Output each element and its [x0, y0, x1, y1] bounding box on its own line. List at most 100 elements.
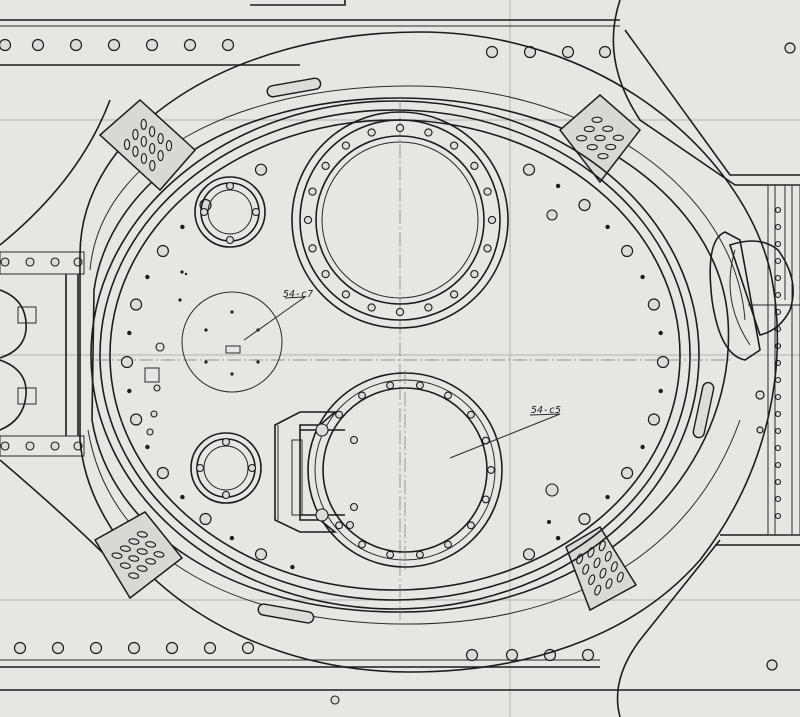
lower-hatch-bolt	[466, 521, 475, 530]
upper-hatch-bolt	[321, 161, 330, 171]
column-bolt	[774, 223, 782, 231]
upper-hatch-bolt	[449, 290, 459, 299]
plate-hole	[111, 552, 123, 559]
rail-bolt	[784, 42, 796, 54]
plate-hole	[157, 133, 164, 145]
roof-ring-bolt	[156, 466, 169, 480]
hull-rails	[0, 0, 800, 691]
rail-bolt	[465, 648, 479, 662]
roof-ellipse	[90, 100, 730, 620]
plate-hole	[165, 140, 173, 152]
column-bolt	[774, 206, 782, 214]
roof-ring-bolt	[620, 244, 634, 258]
upper-hatch-bolt	[424, 303, 433, 312]
roof-ring-bolts	[120, 163, 670, 570]
plate-hole	[153, 551, 165, 558]
upper-hatch-bolt	[303, 215, 313, 225]
plate-hole	[149, 142, 156, 155]
roof-ring-bolt	[620, 466, 634, 480]
upper-hatch-bolt	[367, 128, 376, 137]
rail-bolt	[13, 641, 27, 655]
lower-hatch-bolt	[335, 521, 344, 530]
lower-hatch-bolt	[444, 391, 452, 400]
rail-bolt	[0, 38, 12, 52]
roof-ring-bolt	[156, 244, 169, 258]
rail-bolts	[0, 38, 796, 705]
plate-hole	[128, 538, 140, 545]
column-bolt	[774, 461, 782, 469]
upper-hatch-bolt	[483, 187, 492, 196]
plate-hole	[136, 565, 148, 572]
rail-bolt	[203, 641, 217, 655]
lower-hatch-bolt	[386, 381, 395, 390]
plate-hole	[598, 540, 606, 552]
roof-ring-bolt	[647, 298, 661, 311]
roof-ring-bolt	[522, 548, 536, 561]
lower-hatch-bolt	[444, 540, 452, 549]
lower-hatch-label: 54-c5	[531, 405, 561, 416]
roof-ring-bolt	[605, 224, 610, 230]
roof-ring-bolt	[656, 355, 670, 369]
roof-ring-bolt	[199, 512, 212, 526]
rail-bolt	[89, 641, 103, 655]
bracket-bolt	[25, 441, 35, 451]
plate-hole	[594, 134, 606, 142]
rail-bolt	[485, 45, 499, 59]
lower-hatch-bolt	[386, 550, 395, 559]
upper-hatch-bolt	[367, 303, 376, 312]
roof-ring-bolt	[229, 535, 235, 541]
column-bolt	[774, 478, 782, 486]
periscope-port-lower	[190, 432, 262, 504]
rail-bolt	[183, 38, 197, 52]
plate-hole	[149, 160, 156, 172]
callouts: 54-c7 54-c5	[243, 289, 561, 459]
plate-hole	[610, 561, 618, 573]
upper-hatch-bolts	[303, 123, 497, 317]
rail-bolt	[145, 38, 159, 52]
left-bracket	[0, 99, 111, 561]
rail-bolt	[598, 45, 612, 59]
lower-hatch[interactable]	[307, 370, 503, 570]
roof-ring-bolt	[254, 163, 268, 176]
rail-bolt	[221, 38, 235, 52]
plate-hole	[145, 558, 157, 565]
plate-hole	[616, 571, 624, 583]
roof-ring-bolt	[658, 330, 663, 336]
plate-hole	[586, 144, 598, 151]
upper-hatch-bolt	[470, 161, 479, 171]
roof-ring-bolt	[605, 494, 610, 500]
plate-hole	[132, 145, 139, 157]
roof-ring-bolt	[658, 388, 663, 394]
roof-ring-bolt	[180, 494, 185, 500]
upper-hatch-bolt	[424, 128, 433, 137]
rail-bolt	[766, 659, 778, 671]
column-bolt	[774, 512, 782, 520]
rail-bolt	[505, 648, 519, 662]
plate-hole	[140, 152, 148, 165]
rail-bolt	[107, 38, 121, 52]
upper-hatch-label: 54-c7	[283, 289, 313, 300]
plate-hole	[119, 545, 131, 552]
plate-hole	[612, 134, 624, 141]
upper-hatch-bolt	[341, 290, 351, 299]
lower-hatch-bolt	[415, 550, 424, 559]
upper-hatch[interactable]	[291, 111, 509, 329]
bracket-bolt	[0, 257, 10, 267]
roof-ring-bolt	[130, 413, 143, 426]
plate-hole	[583, 125, 595, 133]
roof-ring-bolt	[555, 183, 561, 189]
upper-hatch-bolt	[308, 244, 317, 253]
roof-ring-bolt	[555, 535, 561, 541]
lower-hatch-bolt	[358, 540, 366, 549]
plate-hole	[148, 125, 156, 138]
upper-hatch-bolt	[487, 215, 497, 225]
roof-ring-bolt	[120, 355, 134, 369]
roof-slots	[257, 77, 715, 624]
plate-hole	[593, 557, 601, 569]
bracket-bolt	[25, 257, 35, 267]
column-bolt	[755, 390, 765, 400]
roof-ring-bolt	[647, 413, 661, 426]
roof-ring-bolt	[640, 444, 645, 450]
lower-hatch-bolt	[335, 410, 344, 419]
column-bolt	[774, 410, 782, 418]
